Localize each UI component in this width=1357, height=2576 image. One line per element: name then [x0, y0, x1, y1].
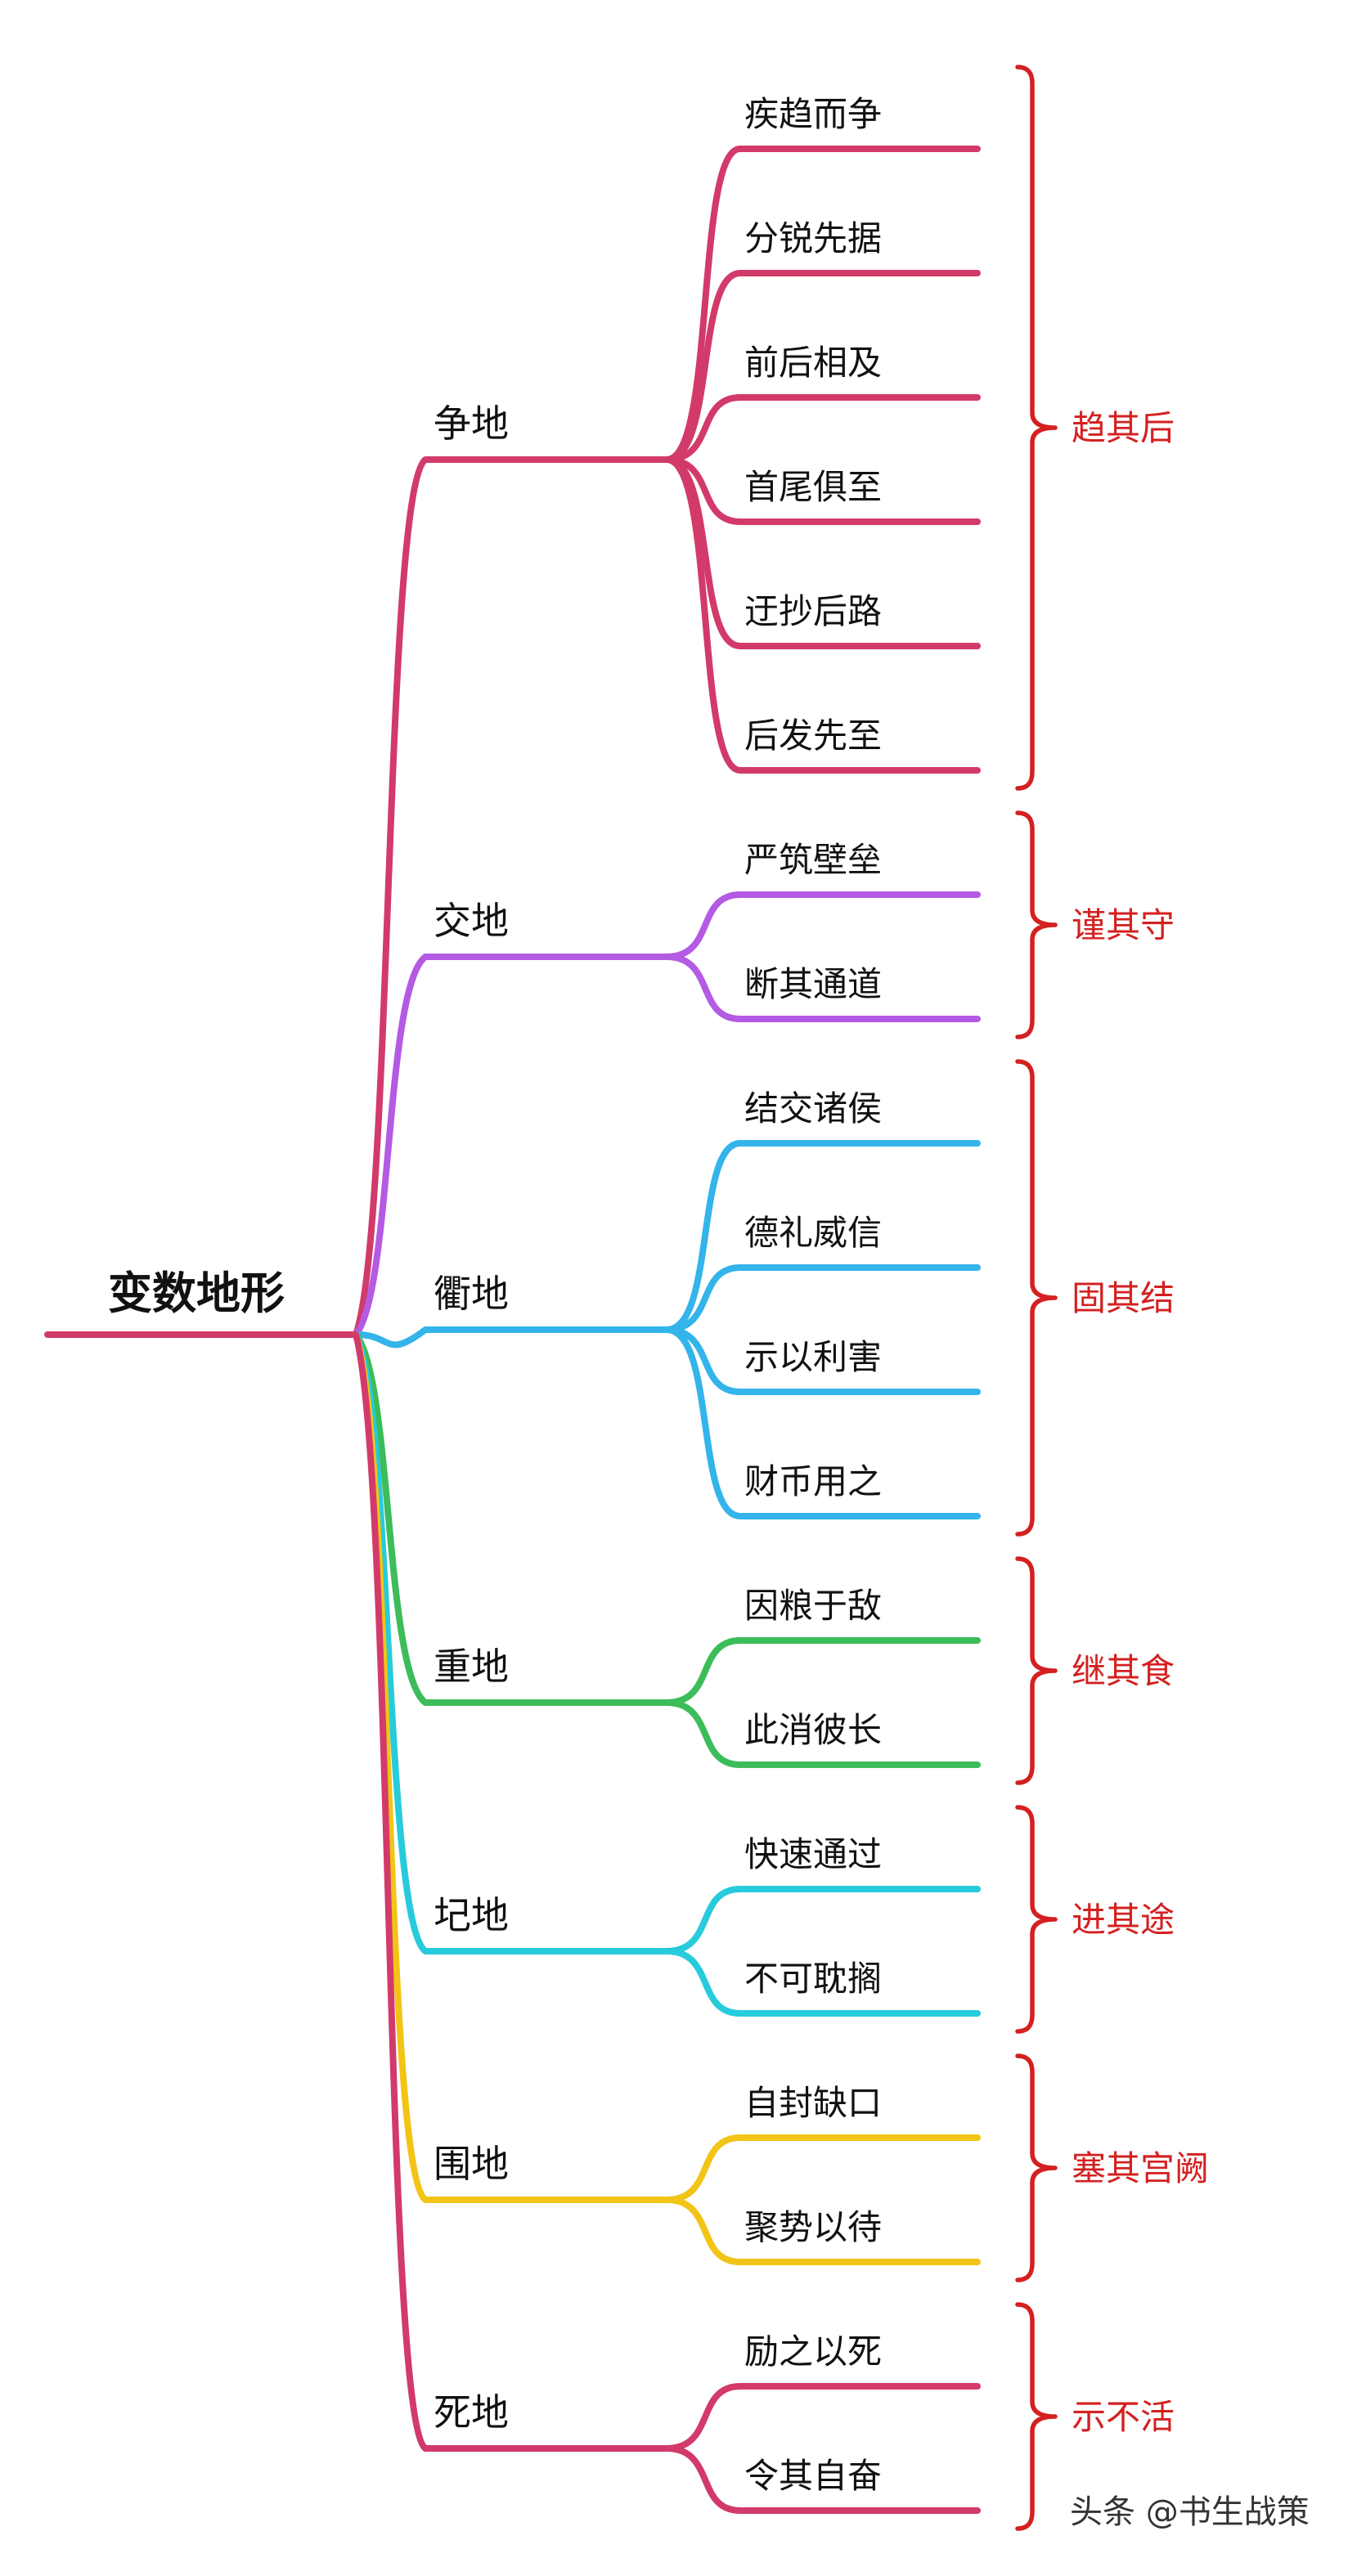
branch-connector: [353, 1331, 670, 2452]
branch-label: 圮地: [434, 1893, 509, 1937]
group-summary-label: 趋其后: [1072, 408, 1175, 448]
root-node-label: 变数地形: [108, 1268, 285, 1319]
leaf-connector: [663, 456, 981, 774]
branch-connector: [353, 1331, 670, 1706]
leaf-label: 迂抄后路: [744, 591, 882, 631]
branch-label: 死地: [434, 2390, 509, 2435]
group-brace: [1015, 810, 1058, 1039]
leaf-label: 不可耽搁: [744, 1959, 882, 1999]
leaf-label: 首尾俱至: [744, 467, 882, 507]
leaf-label: 示以利害: [744, 1337, 882, 1377]
branch-label: 重地: [434, 1645, 509, 1689]
leaf-connector: [663, 1264, 981, 1333]
watermark: 头条 @书生战策: [1070, 2493, 1310, 2531]
leaf-connector: [663, 1140, 981, 1333]
leaf-connector: [663, 2134, 981, 2203]
group-brace: [1015, 65, 1058, 791]
leaf-label: 快速通过: [744, 1834, 882, 1874]
leaf-connector: [663, 1699, 981, 1768]
leaf-label: 疾趋而争: [744, 94, 882, 134]
leaf-connector: [663, 1326, 981, 1519]
branch-label: 衢地: [434, 1272, 509, 1316]
leaf-label: 令其自奋: [744, 2456, 882, 2496]
branch-label: 围地: [434, 2142, 509, 2186]
group-brace: [1015, 2053, 1058, 2282]
branch-connector: [353, 456, 670, 1338]
leaf-label: 后发先至: [744, 716, 882, 756]
branch-connector: [353, 1331, 670, 2203]
group-brace: [1015, 1805, 1058, 2034]
leaf-label: 聚势以待: [744, 2207, 882, 2247]
leaf-connector: [663, 456, 981, 525]
leaf-label: 德礼威信: [744, 1213, 882, 1253]
group-summary-label: 示不活: [1072, 2397, 1175, 2437]
group-brace: [1015, 2302, 1058, 2531]
leaf-label: 结交诸侯: [744, 1088, 882, 1129]
leaf-label: 励之以死: [744, 2331, 882, 2372]
leaf-label: 断其通道: [744, 964, 882, 1004]
leaf-connector: [663, 2197, 981, 2265]
leaf-label: 自封缺口: [744, 2083, 882, 2123]
group-summary-label: 塞其宫阙: [1072, 2148, 1209, 2188]
leaf-connector: [663, 1948, 981, 2017]
brace-layer: [1015, 65, 1058, 2531]
group-summary-label: 谨其守: [1072, 905, 1175, 945]
leaf-connector: [663, 270, 981, 463]
group-summary-label: 进其途: [1072, 1900, 1175, 1940]
group-summary-label: 继其食: [1072, 1651, 1175, 1691]
group-summary-label: 固其结: [1072, 1278, 1175, 1318]
branch-connector: [353, 954, 670, 1338]
leaf-label: 严筑壁垒: [744, 840, 882, 880]
group-brace: [1015, 1059, 1058, 1537]
leaf-connector: [663, 1326, 981, 1395]
leaf-connector: [663, 394, 981, 463]
leaf-label: 此消彼长: [744, 1710, 882, 1750]
leaf-connector: [663, 2383, 981, 2452]
leaf-label: 因粮于敌: [744, 1586, 882, 1626]
leaf-connector: [663, 891, 981, 960]
leaf-connector: [663, 1637, 981, 1706]
leaf-label: 前后相及: [744, 343, 882, 383]
branch-label: 交地: [434, 899, 509, 943]
leaf-connector: [663, 146, 981, 463]
branch-connector: [353, 1326, 670, 1349]
connector-layer: [44, 146, 981, 2514]
branch-label: 争地: [434, 402, 509, 446]
leaf-connector: [663, 1886, 981, 1954]
leaf-connector: [663, 954, 981, 1022]
leaf-connector: [663, 2445, 981, 2514]
leaf-label: 财币用之: [744, 1461, 882, 1501]
leaf-label: 分锐先据: [744, 218, 882, 258]
group-brace: [1015, 1556, 1058, 1785]
